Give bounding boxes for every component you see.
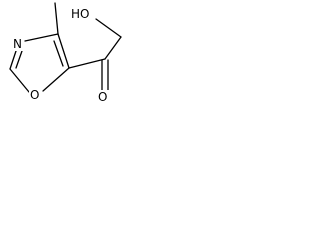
hydroxyl-label: HO xyxy=(71,7,89,21)
chemical-structure: HO N O O xyxy=(9,2,122,104)
ring-nitrogen-label: N xyxy=(13,37,22,51)
bond-n3-c2-double xyxy=(15,50,23,69)
carbonyl-oxygen-label: O xyxy=(98,90,107,104)
bond-ch2-oh xyxy=(95,18,122,38)
bond-n3-c2 xyxy=(9,47,18,70)
bond-o1-c5 xyxy=(42,67,70,92)
atom-labels: HO N O O xyxy=(12,6,110,104)
bond-c4-c5-double xyxy=(53,40,64,67)
bonds xyxy=(9,2,122,93)
bond-c2-o1 xyxy=(9,68,30,93)
bond-c4-c5 xyxy=(57,33,70,69)
bond-c4-n3 xyxy=(24,33,59,42)
bond-methyl-c4 xyxy=(54,2,59,35)
bond-c5-carbonyl xyxy=(68,58,106,69)
ring-oxygen-label: O xyxy=(30,88,39,102)
bond-carbonyl-ch2 xyxy=(104,36,122,60)
